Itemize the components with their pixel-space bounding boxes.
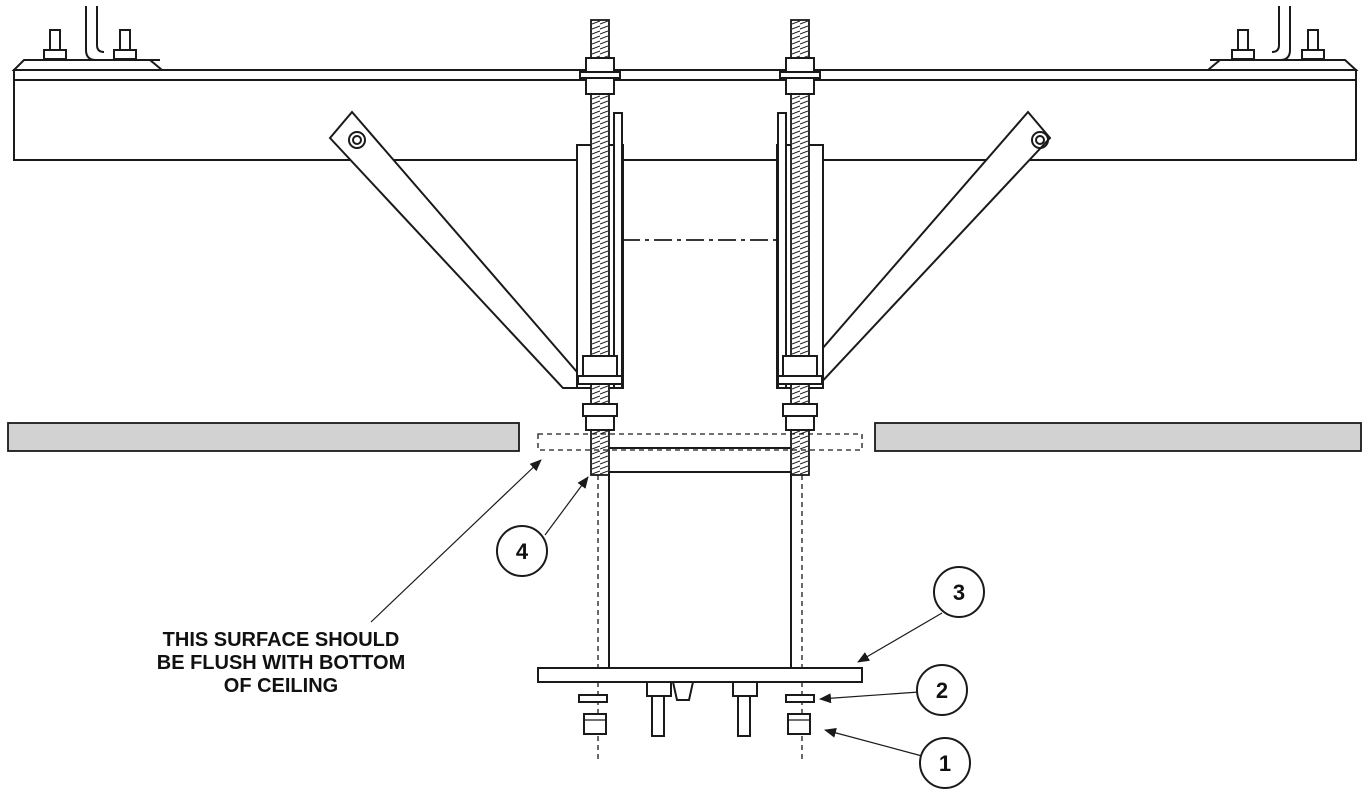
callout-3: 3 [933,566,985,618]
note-leader [370,459,542,623]
callout-2-leader [819,691,920,704]
callout-2: 2 [916,664,968,716]
note-line-2: BE FLUSH WITH BOTTOM [157,652,406,674]
ceiling-tile-right [874,422,1362,452]
washer-right [785,694,815,703]
ceiling-plane-outline [537,433,863,451]
support-beam [13,69,1357,161]
base-plate [537,667,863,683]
plate-studs [646,681,758,737]
ceiling-tile-left [7,422,520,452]
callout-2-label: 2 [936,678,948,703]
washer-left [578,694,608,703]
mounting-column [597,447,803,760]
callout-4-label: 4 [516,539,529,564]
callout-4: 4 [496,525,548,577]
callout-1-label: 1 [939,751,951,776]
installation-note: THIS SURFACE SHOULD BE FLUSH WITH BOTTOM… [157,629,406,697]
note-line-1: THIS SURFACE SHOULD [163,629,400,651]
note-line-3: OF CEILING [224,675,338,697]
callout-4-leader [544,476,589,536]
threaded-rod-left [577,19,623,476]
callout-1-leader [824,728,923,757]
threaded-rod-right [777,19,823,476]
callout-3-leader [857,612,943,663]
callout-1: 1 [919,737,971,789]
nut-right [787,713,811,735]
nut-left [583,713,607,735]
callout-3-label: 3 [953,580,965,605]
